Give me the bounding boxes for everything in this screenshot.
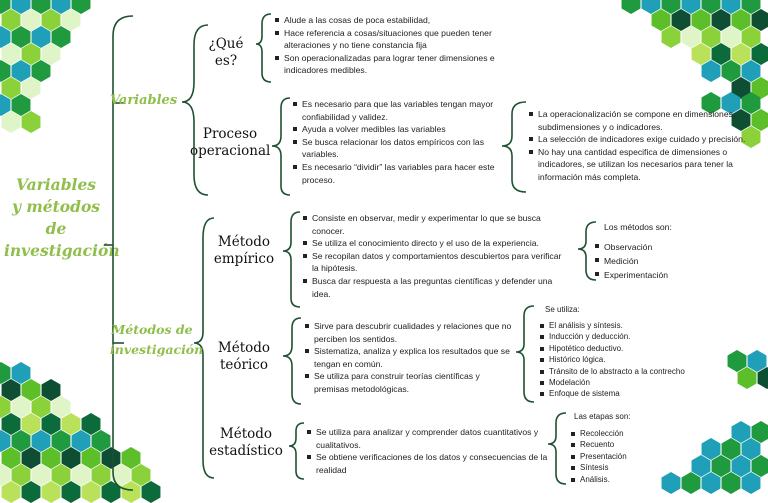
list-item: Se utiliza para analizar y comprender da… (307, 426, 548, 451)
variables-label: Variables (110, 93, 178, 108)
list-item: Presentación (571, 451, 690, 462)
list-item: Enfoque de sistema (540, 388, 715, 399)
proceso-details: La operacionalización se compone en dime… (526, 108, 768, 184)
list-item: Síntesis (571, 462, 690, 473)
que-es-label: ¿Qué es? (208, 36, 244, 69)
list-item: El análisis y síntesis. (540, 320, 715, 331)
list-item: La operacionalización se compone en dime… (529, 108, 768, 133)
list-item: Medición (595, 254, 744, 268)
list-item: No hay una cantidad especifica de dimens… (529, 146, 768, 184)
list-item: Modelación (540, 377, 715, 388)
teorico-side-list: El análisis y síntesis. Inducción y dedu… (537, 320, 715, 400)
list-item: Ayuda a volver medibles las variables (293, 123, 506, 136)
main-title: Variables y métodos de investigación (4, 175, 120, 260)
teorico-side-heading: Se utiliza: (545, 305, 580, 314)
que-es-bullets: Alude a las cosas de poca estabilidad, H… (272, 14, 522, 77)
list-item: Recolección (571, 428, 690, 439)
estadistico-label: Método estadístico (209, 426, 283, 459)
list-item: Alude a las cosas de poca estabilidad, (275, 14, 522, 27)
list-item: Análisis. (571, 474, 690, 485)
list-item: Es necesario “dividir” las variables par… (293, 161, 506, 186)
estadistico-side-list: Recolección Recuento Presentación Síntes… (568, 428, 690, 485)
list-item: Experimentación (595, 268, 744, 282)
estadistico-side-heading: Las etapas son: (574, 412, 631, 421)
list-item: Observación (595, 240, 744, 254)
empirico-side-heading: Los métodos son: (604, 222, 672, 232)
list-item: Tránsito de lo abstracto a la contrecho (540, 366, 715, 377)
list-item: Inducción y deducción. (540, 331, 715, 342)
proceso-bullets: Es necesario para que las variables teng… (290, 98, 506, 186)
empirico-side-list: Observación Medición Experimentación (592, 240, 744, 282)
proceso-label: Proceso operacional (190, 126, 271, 159)
list-item: Se recopilan datos y comportamientos des… (303, 250, 568, 275)
list-item: Consiste en observar, medir y experiment… (303, 212, 568, 237)
empirico-label: Método empírico (213, 234, 275, 267)
metodos-label: Métodos de investigación (110, 322, 204, 357)
list-item: Hipotético deductivo. (540, 343, 715, 354)
list-item: Es necesario para que las variables teng… (293, 98, 506, 123)
list-item: Se utiliza el conocimiento directo y el … (303, 237, 568, 250)
list-item: Sirve para descubrir cualidades y relaci… (305, 320, 514, 345)
list-item: Sistematiza, analiza y explica los resul… (305, 345, 514, 370)
list-item: Histórico lógica. (540, 354, 715, 365)
list-item: Hace referencia a cosas/situaciones que … (275, 27, 522, 52)
list-item: Se busca relacionar los datos empíricos … (293, 136, 506, 161)
teorico-bullets: Sirve para descubrir cualidades y relaci… (302, 320, 514, 396)
teorico-label: Método teórico (217, 340, 271, 373)
list-item: La selección de indicadores exige cuidad… (529, 133, 768, 146)
list-item: Son operacionalizadas para lograr tener … (275, 52, 522, 77)
list-item: Recuento (571, 439, 690, 450)
empirico-bullets: Consiste en observar, medir y experiment… (300, 212, 568, 300)
list-item: Busca dar respuesta a las preguntas cien… (303, 275, 568, 300)
list-item: Se obtiene verificaciones de los datos y… (307, 452, 548, 475)
estadistico-bullets: Se utiliza para analizar y comprender da… (304, 426, 548, 476)
list-item: Se utiliza para construir teorías cientí… (305, 370, 514, 395)
